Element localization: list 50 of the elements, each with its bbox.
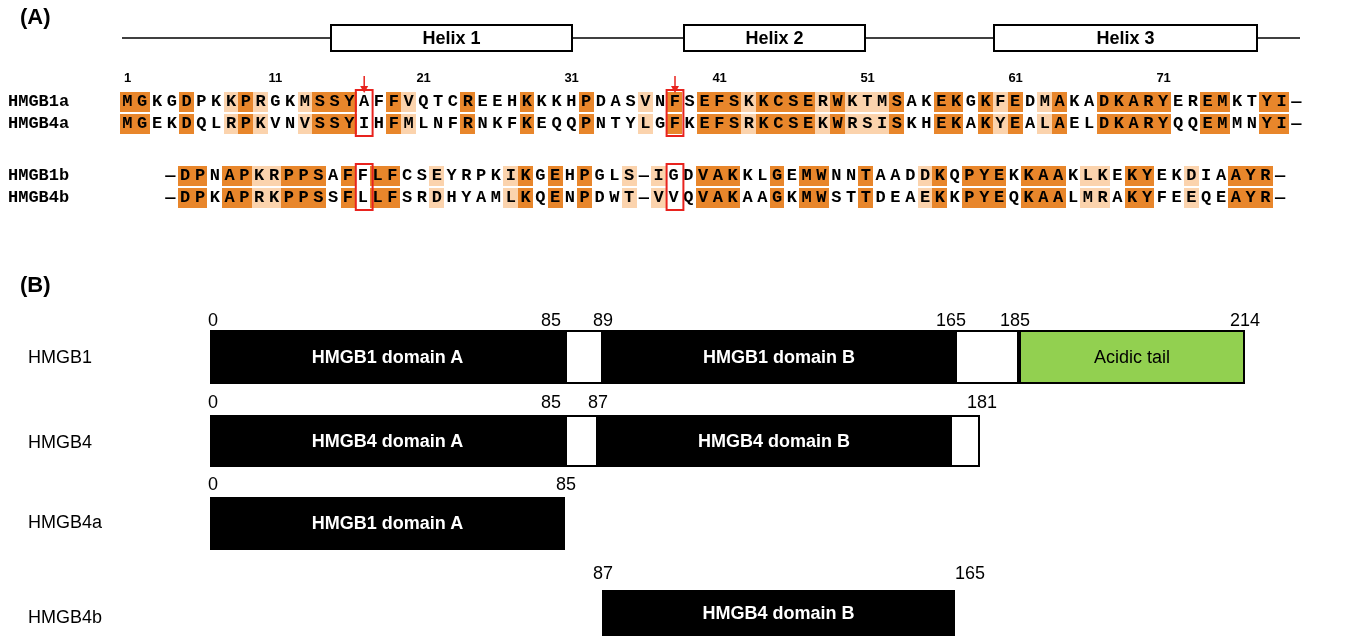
helix-box: Helix 3 [993,24,1258,52]
sequence-name: HMGB4a [8,114,70,134]
helix-box: Helix 2 [683,24,866,52]
domain-bar: HMGB1 domain A [210,330,565,384]
position-number: 85 [556,474,577,495]
position-number: 181 [967,392,998,413]
residue-number: 11 [268,70,283,85]
position-number: 87 [588,392,609,413]
position-number: 165 [955,563,986,584]
linker-segment [955,330,1019,384]
position-number: 85 [541,392,562,413]
position-number: 185 [1000,310,1031,331]
position-number: 85 [541,310,562,331]
position-number: 0 [208,392,218,413]
sequence-name: HMGB4b [8,188,70,208]
residue-number: 71 [1156,70,1171,85]
position-number: 89 [593,310,614,331]
protein-name: HMGB1 [28,347,92,368]
track-line [121,37,331,39]
residue-number: 21 [416,70,431,85]
domain-bar: HMGB1 domain A [210,497,565,550]
position-number: 87 [593,563,614,584]
domain-bar: HMGB1 domain B [603,330,955,384]
residue-number: 61 [1008,70,1023,85]
position-number: 0 [208,474,218,495]
acidic-tail-bar: Acidic tail [1019,330,1245,384]
domain-bar: HMGB4 domain A [210,415,565,467]
domain-bar: HMGB4 domain B [602,590,955,636]
residue-number: 1 [123,70,132,85]
position-number: 165 [936,310,967,331]
track-line [865,37,994,39]
linker-segment [565,330,603,384]
protein-name: HMGB4a [28,512,103,533]
track-line [572,37,684,39]
linker-segment [565,415,598,467]
helix-box: Helix 1 [330,24,573,52]
position-number: 214 [1230,310,1261,331]
track-line [1257,37,1301,39]
sequence-name: HMGB1a [8,92,70,112]
residue-number: 41 [712,70,727,85]
residue-number: 31 [564,70,579,85]
protein-name: HMGB4b [28,607,103,628]
sequence-name: HMGB1b [8,166,70,186]
linker-segment [950,415,980,467]
panel-label: (B) [20,272,51,298]
position-number: 0 [208,310,218,331]
residue-number: 51 [860,70,875,85]
panel-label: (A) [20,4,51,30]
protein-name: HMGB4 [28,432,92,453]
domain-bar: HMGB4 domain B [598,415,950,467]
